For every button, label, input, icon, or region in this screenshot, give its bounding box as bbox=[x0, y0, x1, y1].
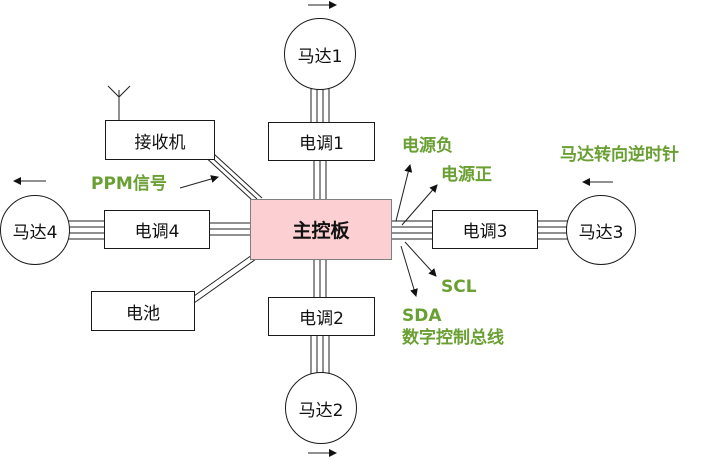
wire-motor1-esc1 bbox=[310, 88, 330, 122]
esc3-box: 电调3 bbox=[432, 210, 538, 249]
power-pos-pointer bbox=[401, 184, 438, 226]
ppm-arrow bbox=[179, 175, 219, 189]
digital-bus-label: 数字控制总线 bbox=[402, 328, 504, 348]
wire-motor4-esc4 bbox=[68, 220, 105, 240]
main-board: 主控板 bbox=[250, 199, 392, 260]
scl-label: SCL bbox=[441, 277, 477, 297]
wire-esc3-motor3 bbox=[537, 220, 568, 240]
motor3-rotation-label: 马达转向逆时针 bbox=[560, 145, 679, 165]
antenna-icon bbox=[107, 85, 131, 120]
power-neg-pointer bbox=[395, 164, 413, 222]
receiver-box: 接收机 bbox=[105, 120, 215, 160]
power-positive-label: 电源正 bbox=[441, 165, 492, 185]
motor1-circle: 马达1 bbox=[284, 18, 356, 90]
wire-receiver-main bbox=[201, 153, 263, 201]
scl-pointer bbox=[404, 241, 437, 277]
esc4-box: 电调4 bbox=[104, 210, 210, 249]
motor3-circle: 马达3 bbox=[566, 195, 636, 265]
wire-main-esc2 bbox=[313, 260, 327, 297]
wire-esc1-main bbox=[313, 160, 327, 199]
motor2-circle: 马达2 bbox=[285, 372, 357, 444]
wire-battery-main bbox=[193, 254, 257, 304]
battery-box: 电池 bbox=[91, 291, 195, 331]
esc1-box: 电调1 bbox=[268, 122, 375, 161]
power-negative-label: 电源负 bbox=[402, 136, 453, 156]
wire-main-esc3 bbox=[392, 220, 432, 240]
sda-label: SDA bbox=[402, 306, 442, 326]
ppm-signal-label: PPM信号 bbox=[91, 174, 167, 194]
esc2-box: 电调2 bbox=[268, 297, 375, 336]
wire-esc4-main bbox=[209, 222, 250, 236]
motor4-circle: 马达4 bbox=[0, 195, 70, 265]
wire-esc2-motor2 bbox=[310, 335, 330, 374]
sda-pointer bbox=[400, 245, 418, 297]
